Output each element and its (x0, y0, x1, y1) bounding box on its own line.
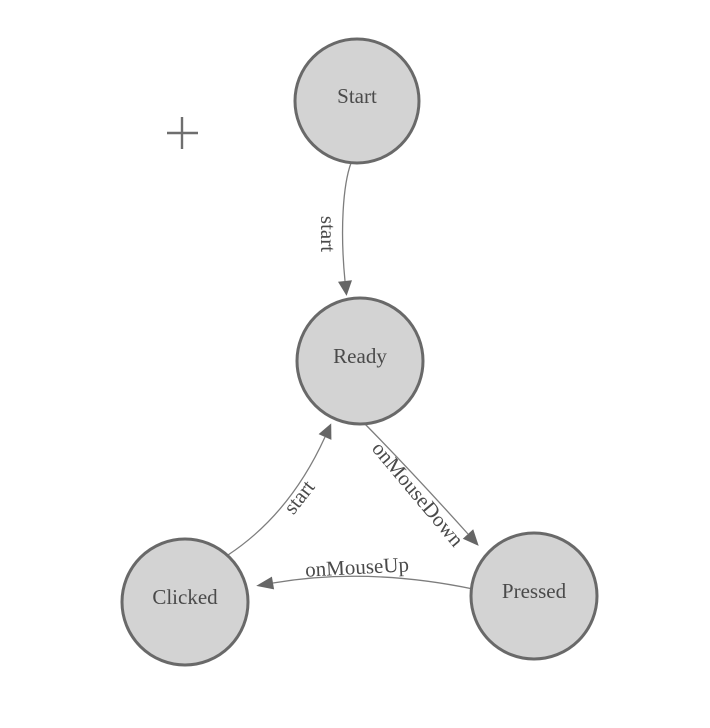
node-clicked[interactable]: Clicked (120, 537, 250, 667)
node-pressed-circle[interactable] (469, 531, 599, 661)
edge-label-start: start (316, 216, 340, 252)
node-clicked-circle[interactable] (120, 537, 250, 667)
edge-clicked-to-ready[interactable]: start (227, 423, 332, 556)
arrowhead-icon (256, 576, 275, 590)
edge-start-to-ready[interactable]: start (316, 162, 352, 296)
arrowhead-icon (338, 280, 352, 296)
edge-label-onmousedown: onMouseDown (367, 437, 469, 552)
edge-line-clicked-to-ready[interactable] (227, 436, 326, 556)
node-start-label: Start (337, 84, 377, 108)
edge-pressed-to-clicked[interactable]: onMouseUp (256, 552, 474, 590)
arrowhead-icon (462, 529, 479, 546)
node-ready[interactable]: Ready (295, 296, 425, 426)
edge-line-pressed-to-clicked[interactable] (272, 575, 474, 590)
node-pressed[interactable]: Pressed (469, 531, 599, 661)
node-start[interactable]: Start (293, 37, 421, 165)
node-ready-label: Ready (333, 344, 387, 368)
edge-ready-to-pressed[interactable]: onMouseDown (364, 423, 479, 552)
node-pressed-label: Pressed (502, 579, 567, 603)
edge-label-start-2: start (278, 475, 319, 518)
arrowhead-icon (318, 423, 332, 440)
edge-label-onmouseup: onMouseUp (305, 552, 410, 581)
node-clicked-label: Clicked (152, 585, 218, 609)
edge-line-start-to-ready[interactable] (341, 162, 352, 282)
node-ready-circle[interactable] (295, 296, 425, 426)
node-start-circle[interactable] (293, 37, 421, 165)
edge-line-ready-to-pressed[interactable] (364, 423, 469, 535)
crosshair-marker-icon (167, 117, 198, 149)
